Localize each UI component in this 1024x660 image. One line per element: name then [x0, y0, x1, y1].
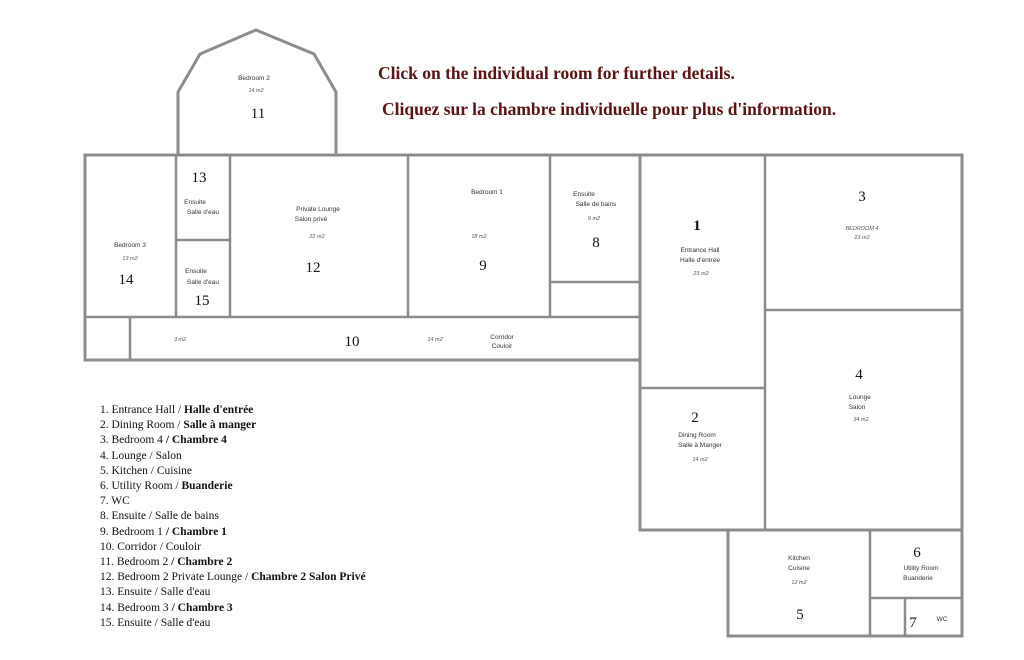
room-2-name-fr: Salle à Manger: [678, 442, 723, 449]
room-9-name: Bedroom 1: [471, 189, 503, 196]
room-13-name-fr: Salle d'eau: [187, 209, 219, 216]
room-link-6[interactable]: [871, 531, 961, 597]
legend-item-7[interactable]: 7. WC: [100, 495, 130, 508]
room-14-name: Bedroom 3: [114, 242, 146, 249]
room-link-3[interactable]: [766, 156, 961, 309]
room-13-number: 13: [192, 170, 207, 186]
room-15-name-fr: Salle d'eau: [187, 279, 219, 286]
room-13-name: Ensuite: [184, 199, 206, 206]
room-3-name: BEDROOM 4: [845, 226, 878, 232]
room-1-name: Entrance Hall: [680, 247, 720, 254]
room-area-6[interactable]: [871, 531, 961, 597]
room-12-number: 12: [306, 260, 321, 276]
room-8-number: 8: [592, 235, 600, 251]
room-6-number: 6: [913, 545, 921, 561]
room-link-14[interactable]: [86, 156, 175, 316]
instruction-french: Cliquez sur la chambre individuelle pour…: [382, 99, 837, 119]
room-3-area: 23 m2: [853, 235, 869, 241]
room-10-name: Corridor: [490, 334, 514, 341]
instruction-english: Click on the individual room for further…: [378, 63, 735, 83]
room-4-area: 34 m2: [853, 417, 868, 423]
room-4-name-fr: Salon: [849, 404, 866, 411]
room-12-name: Private Lounge: [296, 206, 340, 213]
room-1-number: 1: [693, 218, 701, 234]
room-8-name-fr: Salle de bains: [576, 201, 618, 208]
room-4-name: Lounge: [849, 394, 871, 401]
east-wing-outer-wall: [638, 153, 964, 532]
room-5-number: 5: [796, 607, 804, 623]
legend-item-6[interactable]: 6. Utility Room / Buanderie: [100, 480, 233, 493]
room-9-area: 18 m2: [471, 234, 486, 240]
room-2-name: Dining Room: [678, 432, 716, 439]
room-10-area: 14 m2: [427, 337, 442, 343]
room-15-name: Ensuite: [185, 268, 207, 275]
room-11-area: 14 m2: [248, 88, 263, 94]
legend-item-3[interactable]: 3. Bedroom 4 / Chambre 4: [100, 434, 227, 447]
legend-item-12[interactable]: 12. Bedroom 2 Private Lounge / Chambre 2…: [100, 571, 366, 584]
legend-item-14[interactable]: 14. Bedroom 3 / Chambre 3: [100, 601, 233, 614]
room-area-14[interactable]: [86, 156, 175, 316]
legend-item-8[interactable]: 8. Ensuite / Salle de bains: [100, 510, 219, 523]
room-8-name: Ensuite: [573, 191, 595, 198]
room-9-number: 9: [479, 258, 487, 274]
room-15-number: 15: [195, 293, 210, 309]
room-11-number: 11: [251, 106, 265, 122]
room-6-name-fr: Buanderie: [903, 575, 933, 582]
legend-item-5[interactable]: 5. Kitchen / Cuisine: [100, 464, 192, 477]
room-5-name: Kitchen: [788, 555, 810, 562]
room-area-13[interactable]: [177, 156, 229, 239]
room-2-number: 2: [691, 410, 699, 426]
room-link-13[interactable]: [177, 156, 229, 239]
room-5-area: 12 m2: [791, 580, 806, 586]
legend-item-15[interactable]: 15. Ensuite / Salle d'eau: [100, 616, 211, 629]
service-wing-wall: [726, 530, 964, 638]
room-10-number: 10: [345, 334, 360, 350]
room-5-name-fr: Cuisine: [788, 565, 810, 572]
legend-item-11[interactable]: 11. Bedroom 2 / Chambre 2: [100, 556, 233, 569]
room-14-number: 14: [119, 272, 135, 288]
room-14-area: 13 m2: [122, 256, 137, 262]
legend-item-1[interactable]: 1. Entrance Hall / Halle d'entrée: [100, 404, 254, 416]
room-12-area: 22 m2: [308, 234, 324, 240]
corridor-end-area: 3 m2: [174, 337, 186, 343]
room-8-area: 9 m2: [588, 216, 600, 222]
room-area-3[interactable]: [766, 156, 961, 309]
room-3-number: 3: [858, 189, 866, 205]
room-link-10[interactable]: [131, 318, 639, 359]
room-11-name: Bedroom 2: [238, 75, 270, 82]
legend-item-9[interactable]: 9. Bedroom 1 / Chambre 1: [100, 525, 227, 538]
room-12-name-fr: Salon privé: [295, 216, 328, 223]
room-2-area: 14 m2: [692, 457, 707, 463]
legend-item-4[interactable]: 4. Lounge / Salon: [100, 449, 182, 462]
room-6-name: Utility Room: [903, 565, 938, 572]
room-7-number: 7: [909, 615, 917, 631]
room-4-number: 4: [855, 367, 863, 383]
room-7-name: WC: [937, 616, 948, 623]
room-legend: 1. Entrance Hall / Halle d'entrée 2. Din…: [100, 403, 366, 631]
room-1-name-fr: Halle d'entrée: [680, 257, 720, 264]
legend-item-10[interactable]: 10. Corridor / Couloir: [100, 540, 201, 553]
bedroom-2-bay-wall: [176, 28, 338, 157]
room-area-10[interactable]: [131, 318, 639, 359]
room-1-area: 23 m2: [692, 271, 708, 277]
legend-item-13[interactable]: 13. Ensuite / Salle d'eau: [100, 586, 211, 599]
legend-item-2[interactable]: 2. Dining Room / Salle à manger: [100, 419, 257, 432]
room-10-name-fr: Couloir: [492, 343, 513, 350]
